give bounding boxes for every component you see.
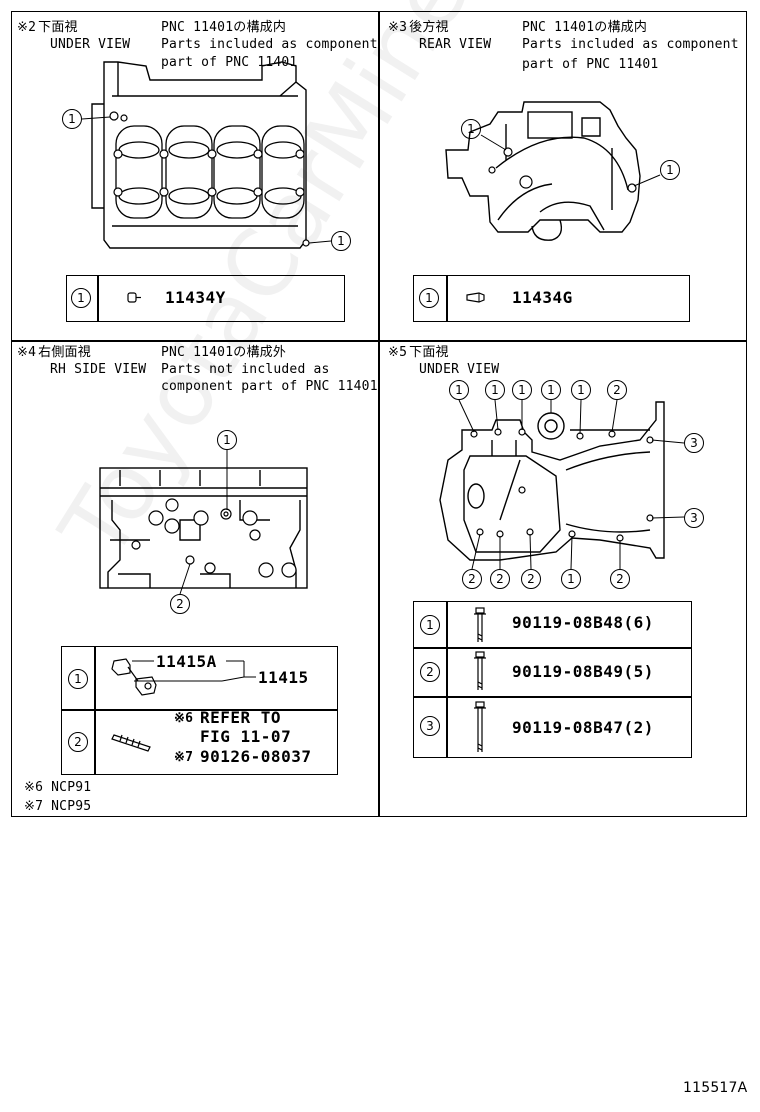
callout-1: 1 <box>485 380 505 400</box>
table-ref-2: 2 <box>68 732 88 752</box>
table-ref-1: 1 <box>419 288 439 308</box>
plug-icon <box>466 292 485 303</box>
callout-1: 1 <box>660 160 680 180</box>
pnc-note-en-line1: Parts included as component <box>522 37 739 52</box>
pnc-note-en-line1: Parts included as component <box>161 37 378 52</box>
oil-jet-icon <box>111 658 157 696</box>
table-ref-1: 1 <box>71 288 91 308</box>
table-ref-3: 3 <box>420 716 440 736</box>
oil-pan-under-view-drawing <box>439 399 685 570</box>
callout-1: 1 <box>461 119 481 139</box>
part-number: 90119-08B49(5) <box>512 662 654 681</box>
callout-1: 1 <box>512 380 532 400</box>
part-number: 90126-08037 <box>200 747 312 766</box>
pnc-note-jp: PNC 11401の構成内 <box>161 20 287 35</box>
callout-2: 2 <box>610 569 630 589</box>
bracket-lines <box>132 660 256 682</box>
pnc-note-jp: PNC 11401の構成外 <box>161 345 287 360</box>
bolt-icon <box>474 651 486 690</box>
part-number: 11434G <box>512 288 573 307</box>
parts-table: 1 11415A 11415 2 <box>61 646 338 775</box>
callout-1: 1 <box>541 380 561 400</box>
callout-1: 1 <box>62 109 82 129</box>
panel-title-en: REAR VIEW <box>419 37 492 52</box>
footnote-ncp91: ※6 NCP91 <box>24 780 92 795</box>
callout-2: 2 <box>607 380 627 400</box>
pnc-note-en-line1: Parts not included as <box>161 362 330 377</box>
part-number: 11434Y <box>165 288 226 307</box>
engine-block-under-view-drawing <box>81 61 332 249</box>
panel-title-en: UNDER VIEW <box>50 37 131 52</box>
sub-part-number: 11415A <box>156 652 217 671</box>
callout-2: 2 <box>490 569 510 589</box>
panel-title-en: UNDER VIEW <box>419 362 500 377</box>
callout-2: 2 <box>521 569 541 589</box>
callout-2: 2 <box>170 594 190 614</box>
plug-icon <box>127 292 141 303</box>
bolt-icon <box>474 607 486 642</box>
callout-3: 3 <box>684 508 704 528</box>
callout-1: 1 <box>571 380 591 400</box>
stud-bolt-icon <box>111 734 151 752</box>
engine-block-side-view-drawing <box>99 450 308 595</box>
figure-id: 115517A <box>683 1080 748 1096</box>
footnote-ncp95: ※7 NCP95 <box>24 799 92 814</box>
part-number: 90119-08B48(6) <box>512 613 654 632</box>
callout-1: 1 <box>449 380 469 400</box>
table-ref-2: 2 <box>420 662 440 682</box>
panel-divider-vertical <box>378 11 380 817</box>
table-ref-1: 1 <box>420 615 440 635</box>
footnote-mark-7: ※7 <box>174 750 194 765</box>
panel-divider-horizontal <box>11 340 747 342</box>
callout-3: 3 <box>684 433 704 453</box>
part-number: 11415 <box>258 668 309 687</box>
callout-1: 1 <box>561 569 581 589</box>
footnote-mark-6: ※6 <box>174 711 194 726</box>
panel-title-en: RH SIDE VIEW <box>50 362 147 377</box>
bolt-icon <box>474 701 486 752</box>
refer-text-line2: FIG 11-07 <box>200 727 292 746</box>
callout-1: 1 <box>331 231 351 251</box>
pnc-note-en-line2: component part of PNC 11401 <box>161 379 378 394</box>
pnc-note-jp: PNC 11401の構成内 <box>522 20 648 35</box>
parts-table: 1 90119-08B48(6) 2 90119-08B49(5) 3 <box>413 601 692 758</box>
callout-1: 1 <box>217 430 237 450</box>
pnc-note-en-line2: part of PNC 11401 <box>522 57 659 72</box>
refer-text-line1: REFER TO <box>200 708 282 727</box>
parts-table: 1 11434Y <box>66 275 345 322</box>
parts-table: 1 11434G <box>413 275 690 322</box>
table-ref-1: 1 <box>68 669 88 689</box>
engine-block-rear-view-drawing <box>445 101 661 241</box>
part-number: 90119-08B47(2) <box>512 718 654 737</box>
callout-2: 2 <box>462 569 482 589</box>
